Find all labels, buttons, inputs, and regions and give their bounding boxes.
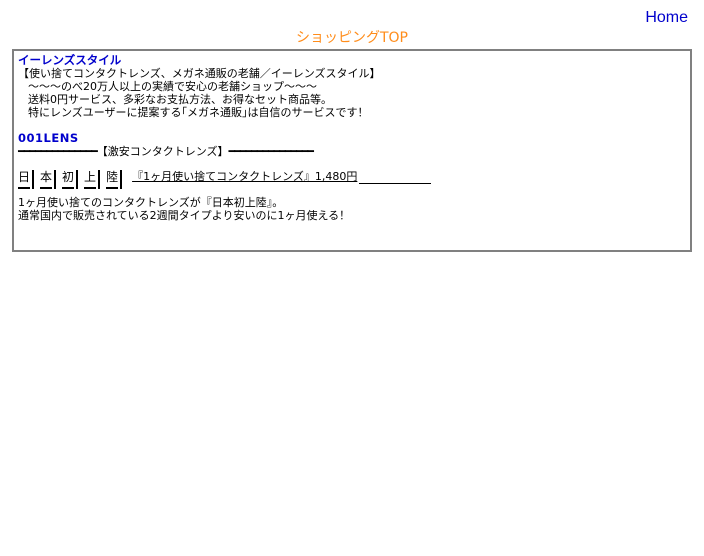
promo-underline-trail <box>359 170 432 184</box>
store-name-link[interactable]: イーレンズスタイル <box>18 53 122 67</box>
heading-bar-left: ━━━━━━━━━━━━━━ <box>18 145 98 158</box>
store-box-content: イーレンズスタイル 【使い捨てコンタクトレンズ、メガネ通販の老舗／イーレンズスタ… <box>14 51 690 222</box>
promo-link[interactable]: 『1ヶ月使い捨てコンタクトレンズ』1,480円 <box>132 170 358 183</box>
char-box: 本 <box>40 170 57 189</box>
desc-line: 通常国内で販売されている2週間タイプより安いのに1ヶ月使える！ <box>18 209 351 222</box>
spacer <box>18 119 686 132</box>
store-line-track-record: ～～～のべ20万人以上の実績で安心の老舗ショップ～～～ <box>28 80 317 93</box>
lens-heading-line: ━━━━━━━━━━━━━━【激安コンタクトレンズ】━━━━━━━━━━━━━━… <box>18 145 686 158</box>
shopping-top-heading: ショッピングTOP <box>295 30 408 46</box>
char-box: 日 <box>18 170 35 189</box>
promo-row: 日 本 初 上 陸 『1ヶ月使い捨てコンタクトレンズ』1,480円 <box>18 170 686 190</box>
store-box: イーレンズスタイル 【使い捨てコンタクトレンズ、メガネ通販の老舗／イーレンズスタ… <box>12 49 692 252</box>
store-line-glasses: 特にレンズユーザーに提案する｢メガネ通販｣は自信のサービスです！ <box>28 106 369 119</box>
desc-line: 1ヶ月使い捨てのコンタクトレンズが『日本初上陸』。 <box>18 196 284 209</box>
store-line-services: 送料0円サービス、多彩なお支払方法、お得なセット商品等。 <box>28 93 332 106</box>
home-link[interactable]: Home <box>645 9 688 26</box>
store-tagline: 【使い捨てコンタクトレンズ、メガネ通販の老舗／イーレンズスタイル】 <box>18 67 381 80</box>
char-box: 上 <box>84 170 101 189</box>
lens-heading: 【激安コンタクトレンズ】 <box>96 145 229 158</box>
lens-section-title: 001LENS <box>18 131 79 145</box>
char-box: 初 <box>62 170 79 189</box>
char-box: 陸 <box>106 170 123 189</box>
lens-description: 1ヶ月使い捨てのコンタクトレンズが『日本初上陸』。 通常国内で販売されている2週… <box>18 196 686 222</box>
heading-bar-right: ━━━━━━━━━━━━━━━ <box>228 145 314 158</box>
